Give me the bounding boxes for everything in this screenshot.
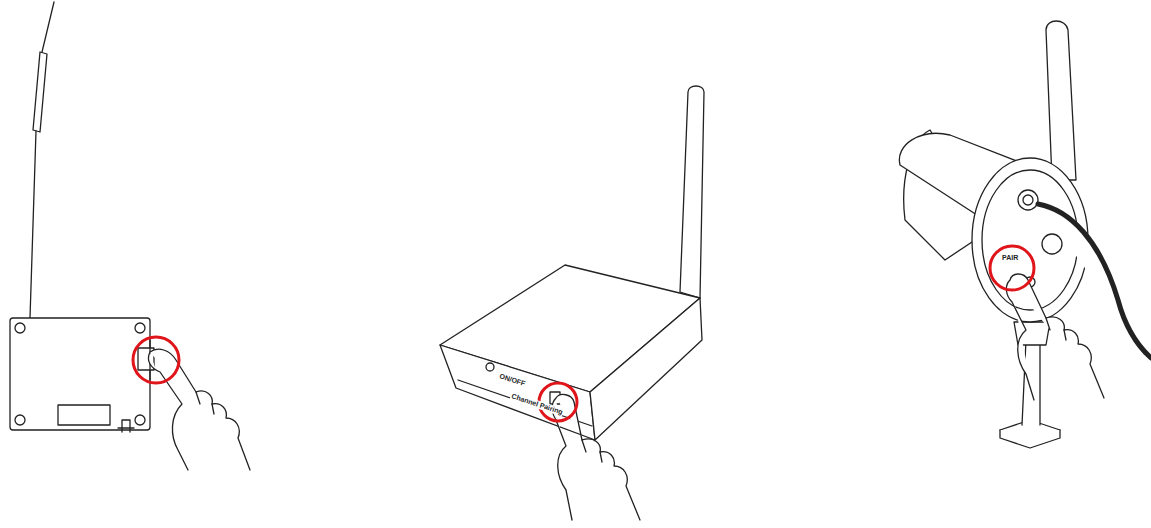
hand-3 (1006, 274, 1104, 400)
camera (899, 21, 1151, 448)
highlight-circle (133, 337, 179, 383)
receiver-box (440, 86, 704, 440)
hand-2 (552, 395, 640, 520)
circuit-board (10, 2, 154, 432)
button-label: PAIR (1001, 254, 1019, 262)
hand-1 (148, 349, 250, 470)
highlight-circle (990, 246, 1034, 290)
